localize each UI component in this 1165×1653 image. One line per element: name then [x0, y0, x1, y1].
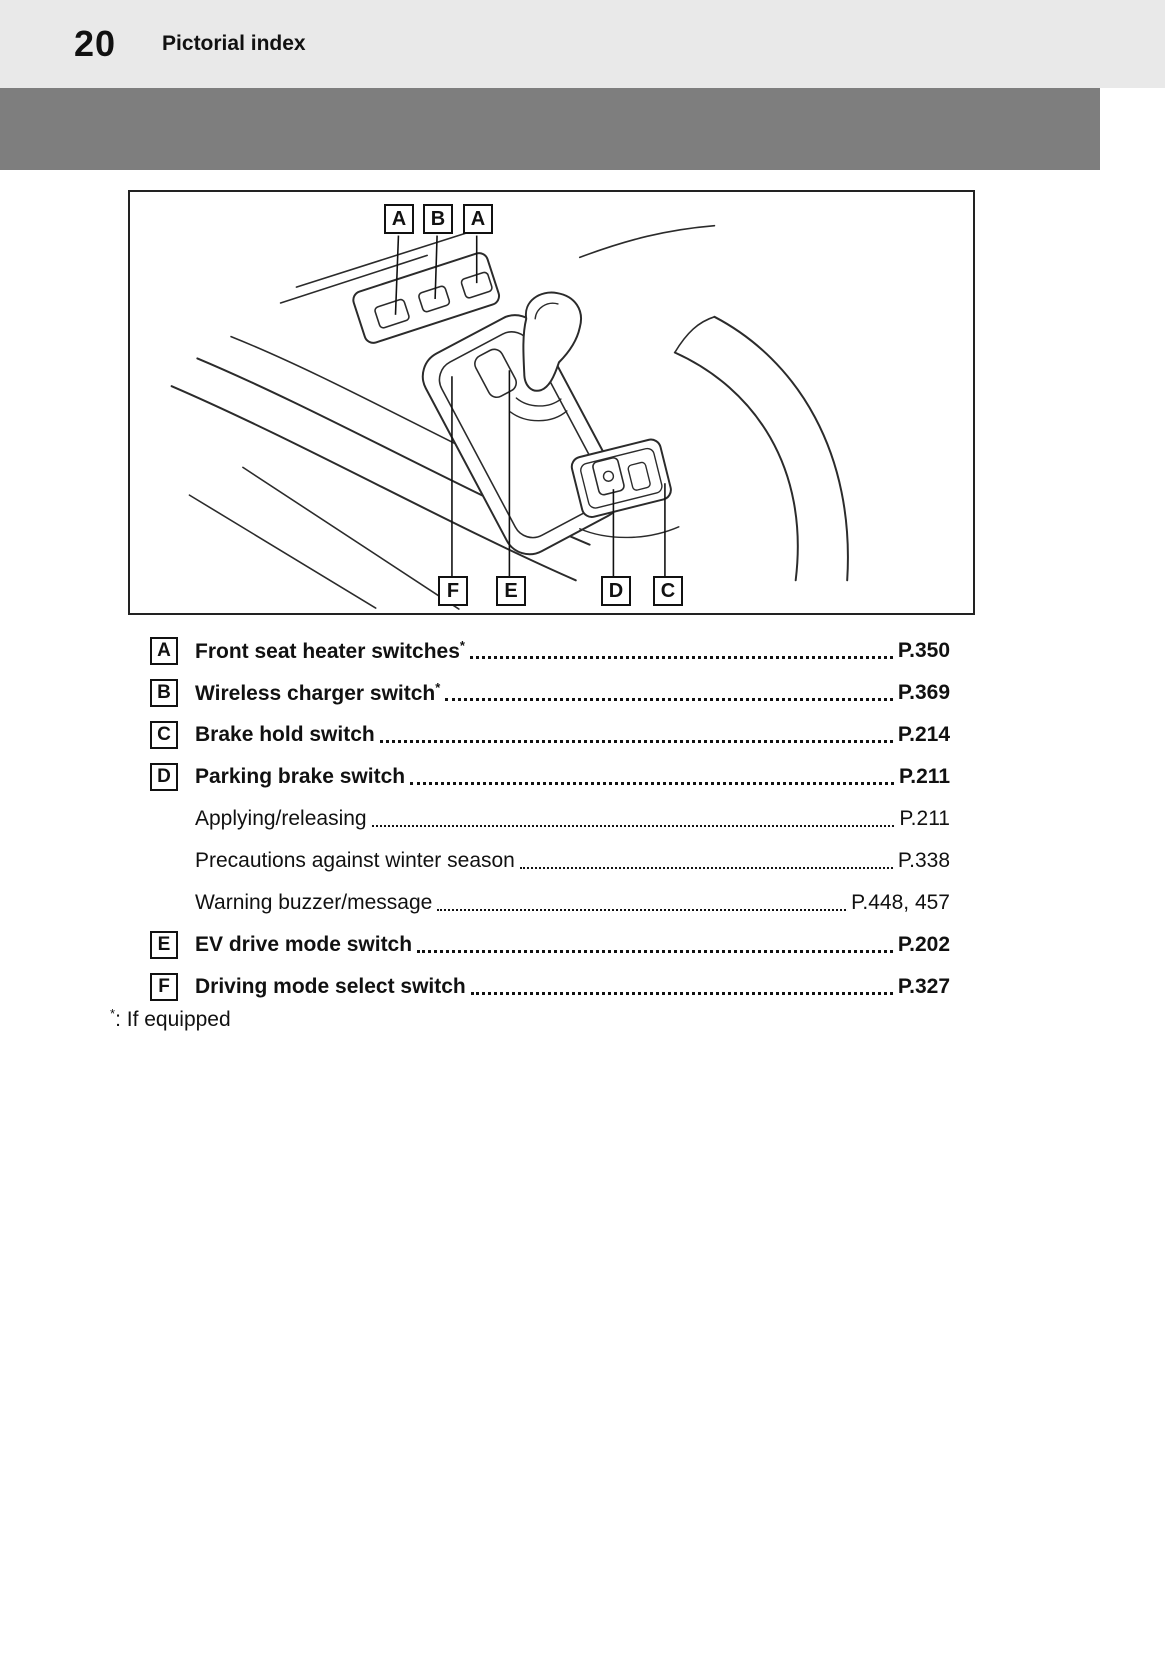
page-header: 20 Pictorial index [0, 0, 1165, 88]
diagram-callout-b: B [423, 204, 453, 234]
pictorial-index-list: A Front seat heater switches* P.350 B Wi… [150, 630, 950, 1008]
dot-leader [410, 769, 894, 785]
index-subentry-warning: Warning buzzer/message P.448, 457 [150, 882, 950, 924]
shift-lever [509, 291, 582, 422]
page-reference: P.211 [898, 765, 950, 788]
index-entry-a: A Front seat heater switches* P.350 [150, 630, 950, 672]
subentry-title: Precautions against winter season [195, 849, 515, 872]
wireless-charger-button [418, 285, 451, 313]
dot-leader [519, 853, 893, 869]
index-entry-c: C Brake hold switch P.214 [150, 714, 950, 756]
seat-heater-left-button [374, 298, 410, 329]
asterisk: * [459, 638, 465, 653]
page-reference: P.202 [897, 933, 950, 956]
entry-letter: F [150, 973, 178, 1001]
seat-heater-right-button [460, 271, 493, 299]
footnote-if-equipped: *: If equipped [110, 1006, 231, 1031]
brake-hold-switch [627, 461, 651, 491]
index-subentry-applying: Applying/releasing P.211 [150, 798, 950, 840]
index-entry-b: B Wireless charger switch* P.369 [150, 672, 950, 714]
entry-title: Wireless charger switch* [195, 680, 441, 705]
dot-leader [379, 727, 893, 743]
dot-leader [470, 979, 893, 995]
diagram-callout-c: C [653, 576, 683, 606]
asterisk: * [435, 680, 441, 695]
console-art [170, 224, 849, 610]
section-title: Pictorial index [162, 32, 306, 55]
page-reference: P.448, 457 [851, 891, 950, 914]
entry-title: Driving mode select switch [195, 975, 466, 998]
page-number: 20 [74, 23, 117, 64]
diagram-callout-f: F [438, 576, 468, 606]
page-reference: P.327 [897, 975, 950, 998]
index-entry-d: D Parking brake switch P.211 [150, 756, 950, 798]
shift-plate [421, 314, 623, 556]
page-reference: P.369 [897, 681, 950, 704]
page-reference: P.350 [897, 639, 950, 662]
entry-letter: E [150, 931, 178, 959]
switch-panel [352, 252, 501, 344]
entry-title: Brake hold switch [195, 723, 375, 746]
entry-letter: C [150, 721, 178, 749]
page-reference: P.214 [897, 723, 950, 746]
diagram-callout-d: D [601, 576, 631, 606]
drive-mode-switch-area [474, 348, 517, 399]
dot-leader [437, 895, 847, 911]
diagram-callout-a-right: A [463, 204, 493, 234]
entry-letter: D [150, 763, 178, 791]
entry-title: Parking brake switch [195, 765, 406, 788]
parking-brake-switch [592, 457, 625, 496]
parking-brake-area [570, 438, 672, 518]
console-illustration [170, 224, 849, 610]
entry-title: EV drive mode switch [195, 933, 413, 956]
leader-lines [394, 235, 666, 579]
dot-leader [371, 811, 895, 827]
entry-title: Front seat heater switches* [195, 638, 465, 663]
entry-letter: B [150, 679, 178, 707]
chapter-band [0, 88, 1100, 170]
asterisk: * [110, 1006, 116, 1021]
index-entry-e: E EV drive mode switch P.202 [150, 924, 950, 966]
page-reference: P.338 [897, 849, 950, 872]
dot-leader [417, 937, 893, 953]
dot-leader [469, 643, 893, 659]
entry-letter: A [150, 637, 178, 665]
subentry-title: Warning buzzer/message [195, 891, 433, 914]
dot-leader [445, 685, 893, 701]
index-subentry-precautions: Precautions against winter season P.338 [150, 840, 950, 882]
console-diagram: A B A F E D C [128, 190, 975, 615]
diagram-callout-a-left: A [384, 204, 414, 234]
index-entry-f: F Driving mode select switch P.327 [150, 966, 950, 1008]
subentry-title: Applying/releasing [195, 807, 367, 830]
page-reference: P.211 [899, 807, 950, 830]
diagram-callout-e: E [496, 576, 526, 606]
